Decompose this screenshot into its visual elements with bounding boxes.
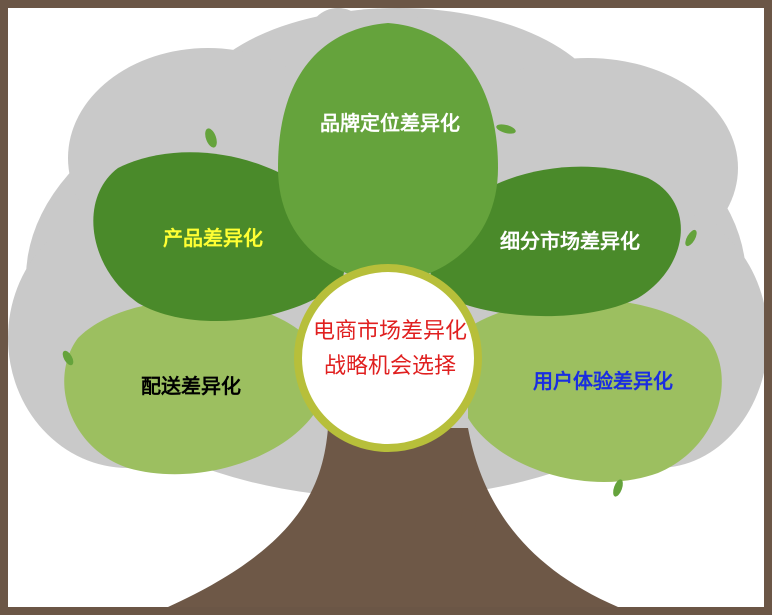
leaf-sprouts bbox=[62, 124, 697, 497]
tree-diagram: 品牌定位差异化 产品差异化 细分市场差异化 配送差异化 用户体验差异化 电商市场… bbox=[8, 8, 764, 607]
tree-trunk bbox=[168, 428, 618, 607]
leaf-segment-label: 细分市场差异化 bbox=[500, 229, 640, 253]
center-title-line2: 战略机会选择 bbox=[324, 354, 456, 379]
leaf-delivery-shape bbox=[64, 300, 318, 475]
center-title-line1: 电商市场差异化 bbox=[313, 319, 467, 344]
leaf-brand-shape bbox=[278, 23, 498, 283]
leaf-experience-shape bbox=[468, 299, 722, 482]
leaf-delivery-label: 配送差异化 bbox=[141, 374, 241, 398]
leaf-product-label: 产品差异化 bbox=[163, 226, 263, 250]
leaf-brand-label: 品牌定位差异化 bbox=[320, 111, 460, 135]
center-circle bbox=[294, 264, 482, 452]
tree-branch-stub bbox=[458, 508, 478, 538]
leaf-experience-label: 用户体验差异化 bbox=[533, 369, 673, 393]
diagram-frame: 品牌定位差异化 产品差异化 细分市场差异化 配送差异化 用户体验差异化 电商市场… bbox=[8, 8, 764, 607]
